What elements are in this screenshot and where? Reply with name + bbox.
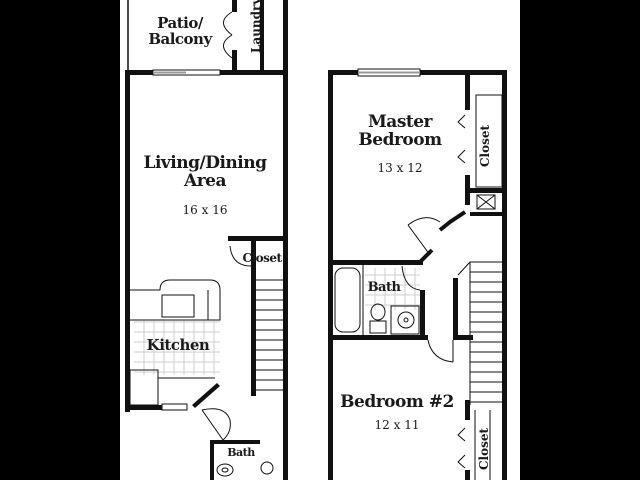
master-label-line2: Bedroom	[358, 129, 442, 150]
laundry-label: Laundry	[249, 0, 263, 53]
living-dims: 16 x 16	[182, 203, 228, 217]
bath-label-second-floor: Bath	[367, 280, 401, 295]
master-label-line1: Master	[367, 112, 433, 132]
patio-label-line2: Balcony	[148, 29, 212, 48]
floor-plan-drawing	[125, 0, 507, 480]
floor-plan-canvas: Patio/ Balcony Laundry Living/Dining Are…	[120, 0, 520, 480]
kitchen-counters	[129, 279, 221, 406]
stairs-second-floor	[457, 261, 502, 405]
kitchen-tile-floor	[134, 320, 220, 375]
second-floor-walls	[328, 70, 507, 480]
bedroom2-closet-label: Closet	[477, 427, 491, 470]
master-bedroom-dims: 13 x 12	[377, 161, 423, 175]
bath-label-first-floor: Bath	[227, 446, 255, 459]
bedroom2-dims: 12 x 11	[374, 418, 420, 432]
first-floor-walls	[125, 0, 288, 480]
patio-label: Patio/ Balcony	[144, 14, 216, 48]
kitchen-label: Kitchen	[146, 336, 210, 354]
bedroom2-label: Bedroom #2	[340, 392, 454, 412]
living-label-line2: Area	[184, 170, 226, 191]
closet-label: Closet	[242, 251, 282, 265]
master-closet-label: Closet	[478, 124, 492, 167]
living-label-line1: Living/Dining	[143, 153, 267, 173]
living-label: Living/Dining Area	[130, 153, 280, 191]
stairs-first-floor	[256, 279, 283, 391]
patio-label-line1: Patio/	[157, 14, 203, 32]
master-bedroom-label: Master Bedroom	[335, 112, 465, 150]
